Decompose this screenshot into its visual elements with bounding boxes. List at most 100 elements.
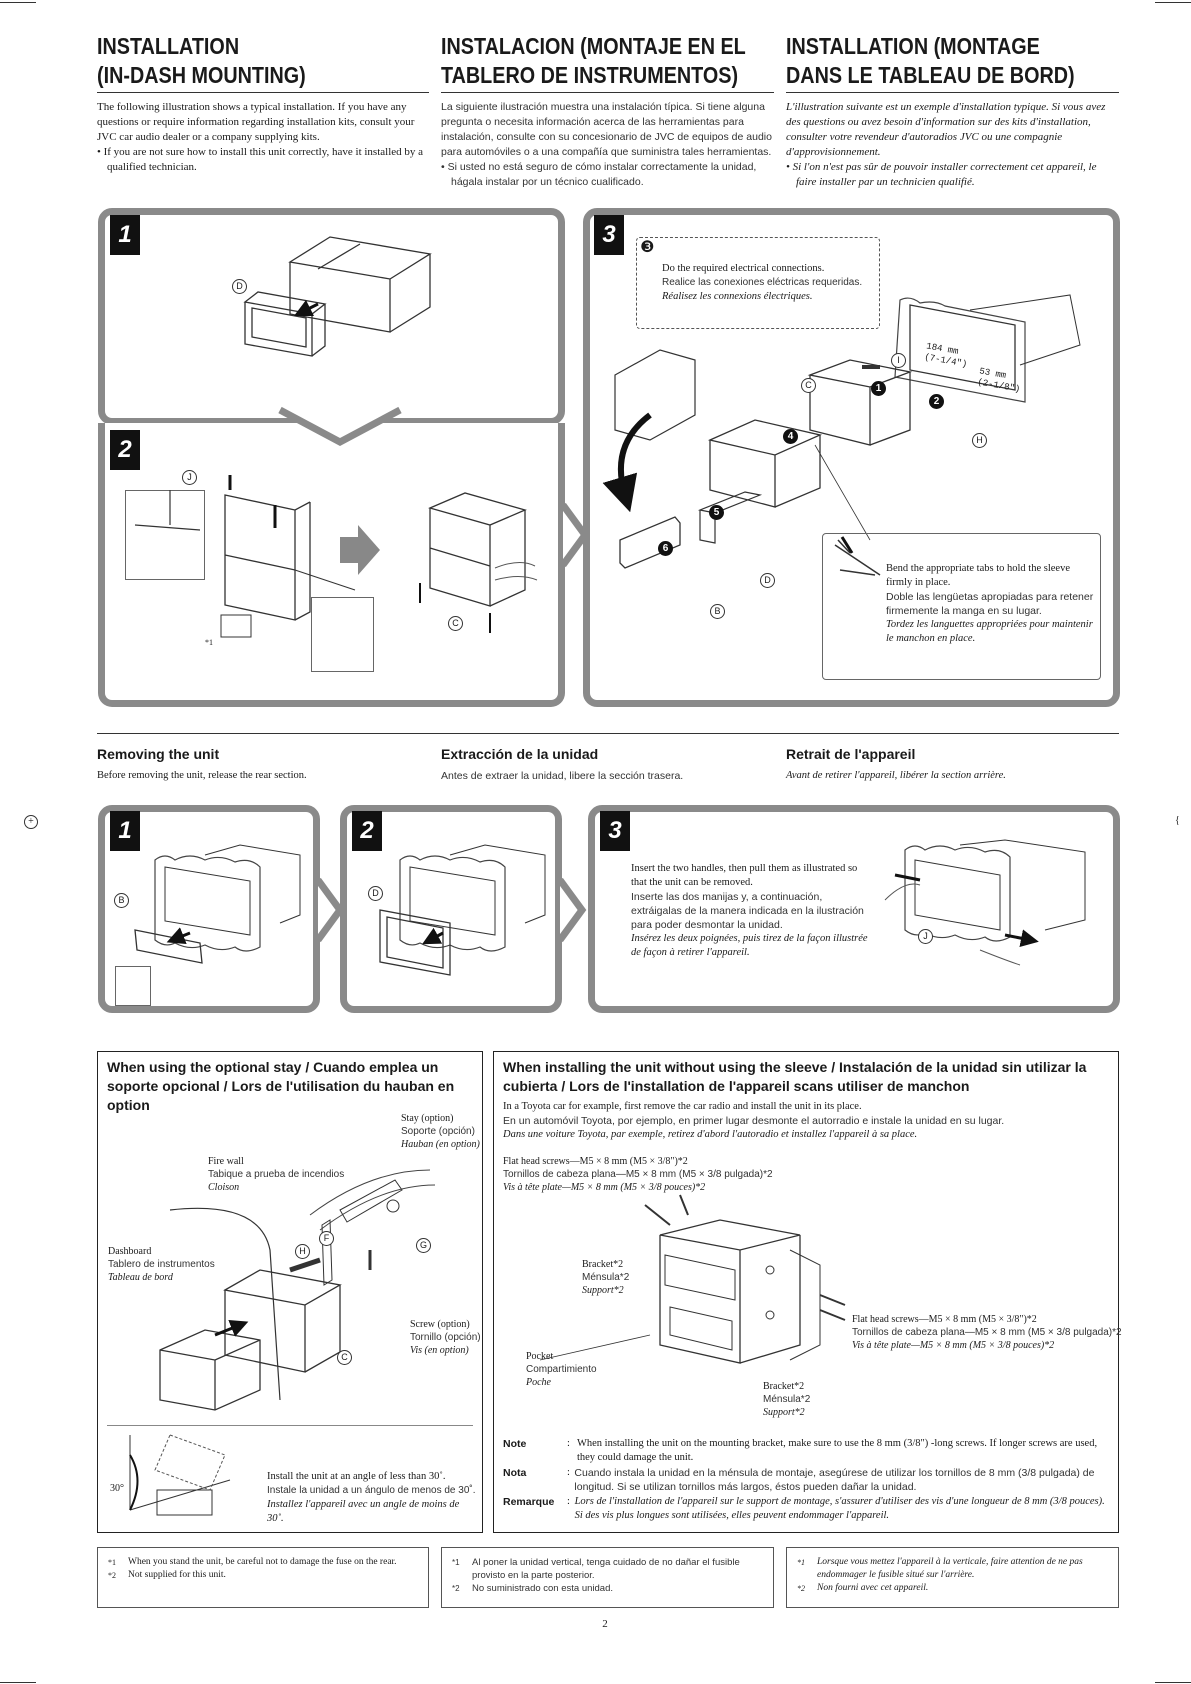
stay-label: Stay (option)Soporte (opción)Hauban (en …: [401, 1113, 480, 1150]
removing-text-es: Antes de extraer la unidad, libere la se…: [441, 770, 684, 782]
crop-mark: [0, 2, 36, 3]
tabs-callout: [822, 533, 1101, 680]
note-en: Note:When installing the unit on the mou…: [503, 1438, 1098, 1463]
label-c: C: [801, 378, 816, 393]
label-d: D: [368, 886, 383, 901]
dashboard-mount-drawing: [602, 294, 1081, 569]
tab-detail-drawing: [834, 536, 881, 576]
unit-in-sleeve-drawing: [419, 492, 538, 633]
removing-text-en: Before removing the unit, release the re…: [97, 770, 307, 781]
label-h: H: [295, 1244, 310, 1259]
label-d: D: [760, 573, 775, 588]
label-j: J: [182, 470, 197, 485]
stay-title: When using the optional stay / Cuando em…: [107, 1059, 455, 1113]
step-number: 2: [110, 430, 140, 470]
footnote-marker: *1: [205, 638, 213, 647]
remove-faceplate-drawing: [134, 844, 301, 964]
angle-drawing: [129, 1434, 231, 1516]
stay-drawing: [159, 1169, 436, 1411]
screw-label: Screw (option)Tornillo (opción)Vis (en o…: [410, 1319, 481, 1356]
panel-connector-arrow: [560, 502, 590, 568]
leader-lines: [539, 1334, 651, 1361]
title-rule: [441, 92, 774, 93]
removing-title-es: Extracción de la unidad: [441, 746, 599, 762]
step-badge: 1: [871, 381, 886, 396]
flat-screws-label: Flat head screws—M5 × 8 mm (M5 × 3/8")*2…: [503, 1156, 773, 1193]
remove-trim-drawing: [379, 844, 546, 976]
step-number: 1: [110, 215, 140, 255]
label-c: C: [337, 1350, 352, 1365]
label-j: J: [918, 929, 933, 944]
stay-box: [97, 1051, 483, 1533]
label-f: F: [319, 1231, 334, 1246]
step-badge: 4: [783, 429, 798, 444]
intro-es: La siguiente ilustración muestra una ins…: [441, 101, 772, 188]
sleeve-tabs-drawing: [134, 475, 356, 638]
detail-inset: [115, 966, 151, 1006]
step-transition-arrow: [278, 406, 402, 446]
label-g: G: [416, 1238, 431, 1253]
sleeve-intro: In a Toyota car for example, first remov…: [503, 1101, 1005, 1140]
section-rule: [97, 733, 1119, 734]
handles-text: Insert the two handles, then pull them a…: [631, 863, 868, 958]
callout-text: Do the required electrical connections. …: [662, 263, 863, 302]
sleeve-box: [493, 1051, 1119, 1533]
remove-handles-drawing: [884, 839, 1086, 966]
callout-number: ❸: [640, 237, 655, 256]
label-d: D: [232, 279, 247, 294]
note-fr: Remarque:Lors de l'installation de l'app…: [503, 1496, 1105, 1521]
right-arrow: [340, 525, 380, 575]
step-badge: 5: [709, 505, 724, 520]
toyota-unit-drawing: [644, 1194, 846, 1364]
label-c: C: [448, 616, 463, 631]
remove-step1-panel: [98, 805, 320, 1013]
panel-connector-arrow: [557, 877, 587, 943]
electrical-callout: [636, 237, 880, 329]
sleeve-drawing: [243, 236, 432, 357]
removing-title-en: Removing the unit: [97, 746, 220, 762]
panel-connector-arrow: [315, 877, 345, 943]
tabs-text: Bend the appropriate tabs to hold the sl…: [886, 563, 1094, 644]
label-b: B: [710, 604, 725, 619]
label-i: I: [891, 353, 906, 368]
step-number: 1: [110, 811, 140, 851]
step-number: 3: [600, 811, 630, 851]
detail-inset: [311, 597, 374, 672]
step-number: 3: [594, 215, 624, 255]
crop-mark: [0, 1682, 36, 1683]
angle-text: Install the unit at an angle of less tha…: [267, 1471, 476, 1524]
step-badge: 6: [658, 541, 673, 556]
note-es: Nota:Cuando instala la unidad en la méns…: [503, 1467, 1095, 1493]
install-step3-panel: [583, 208, 1120, 707]
detail-inset: [125, 490, 205, 580]
crop-mark: [1155, 1682, 1191, 1683]
removing-text-fr: Avant de retirer l'appareil, libérer la …: [786, 770, 1006, 781]
step-number: 2: [352, 811, 382, 851]
title-rule: [97, 92, 429, 93]
margin-mark: {: [1175, 815, 1180, 826]
inner-rule: [107, 1425, 473, 1426]
intro-en: The following illustration shows a typic…: [97, 101, 424, 173]
intro-fr: L'illustration suivante est un exemple d…: [786, 101, 1106, 188]
flat-screws-label: Flat head screws—M5 × 8 mm (M5 × 3/8")*2…: [852, 1314, 1122, 1351]
removing-title-fr: Retrait de l'appareil: [786, 746, 916, 762]
step-badge: 2: [929, 394, 944, 409]
angle-value: 30°: [110, 1483, 124, 1494]
page-number: 2: [602, 1618, 608, 1630]
label-b: B: [114, 893, 129, 908]
registration-mark: +: [24, 815, 38, 829]
title-en: INSTALLATION(IN-DASH MOUNTING): [97, 33, 306, 88]
title-rule: [786, 92, 1119, 93]
label-h: H: [972, 433, 987, 448]
sleeve-title: When installing the unit without using t…: [503, 1059, 1087, 1094]
